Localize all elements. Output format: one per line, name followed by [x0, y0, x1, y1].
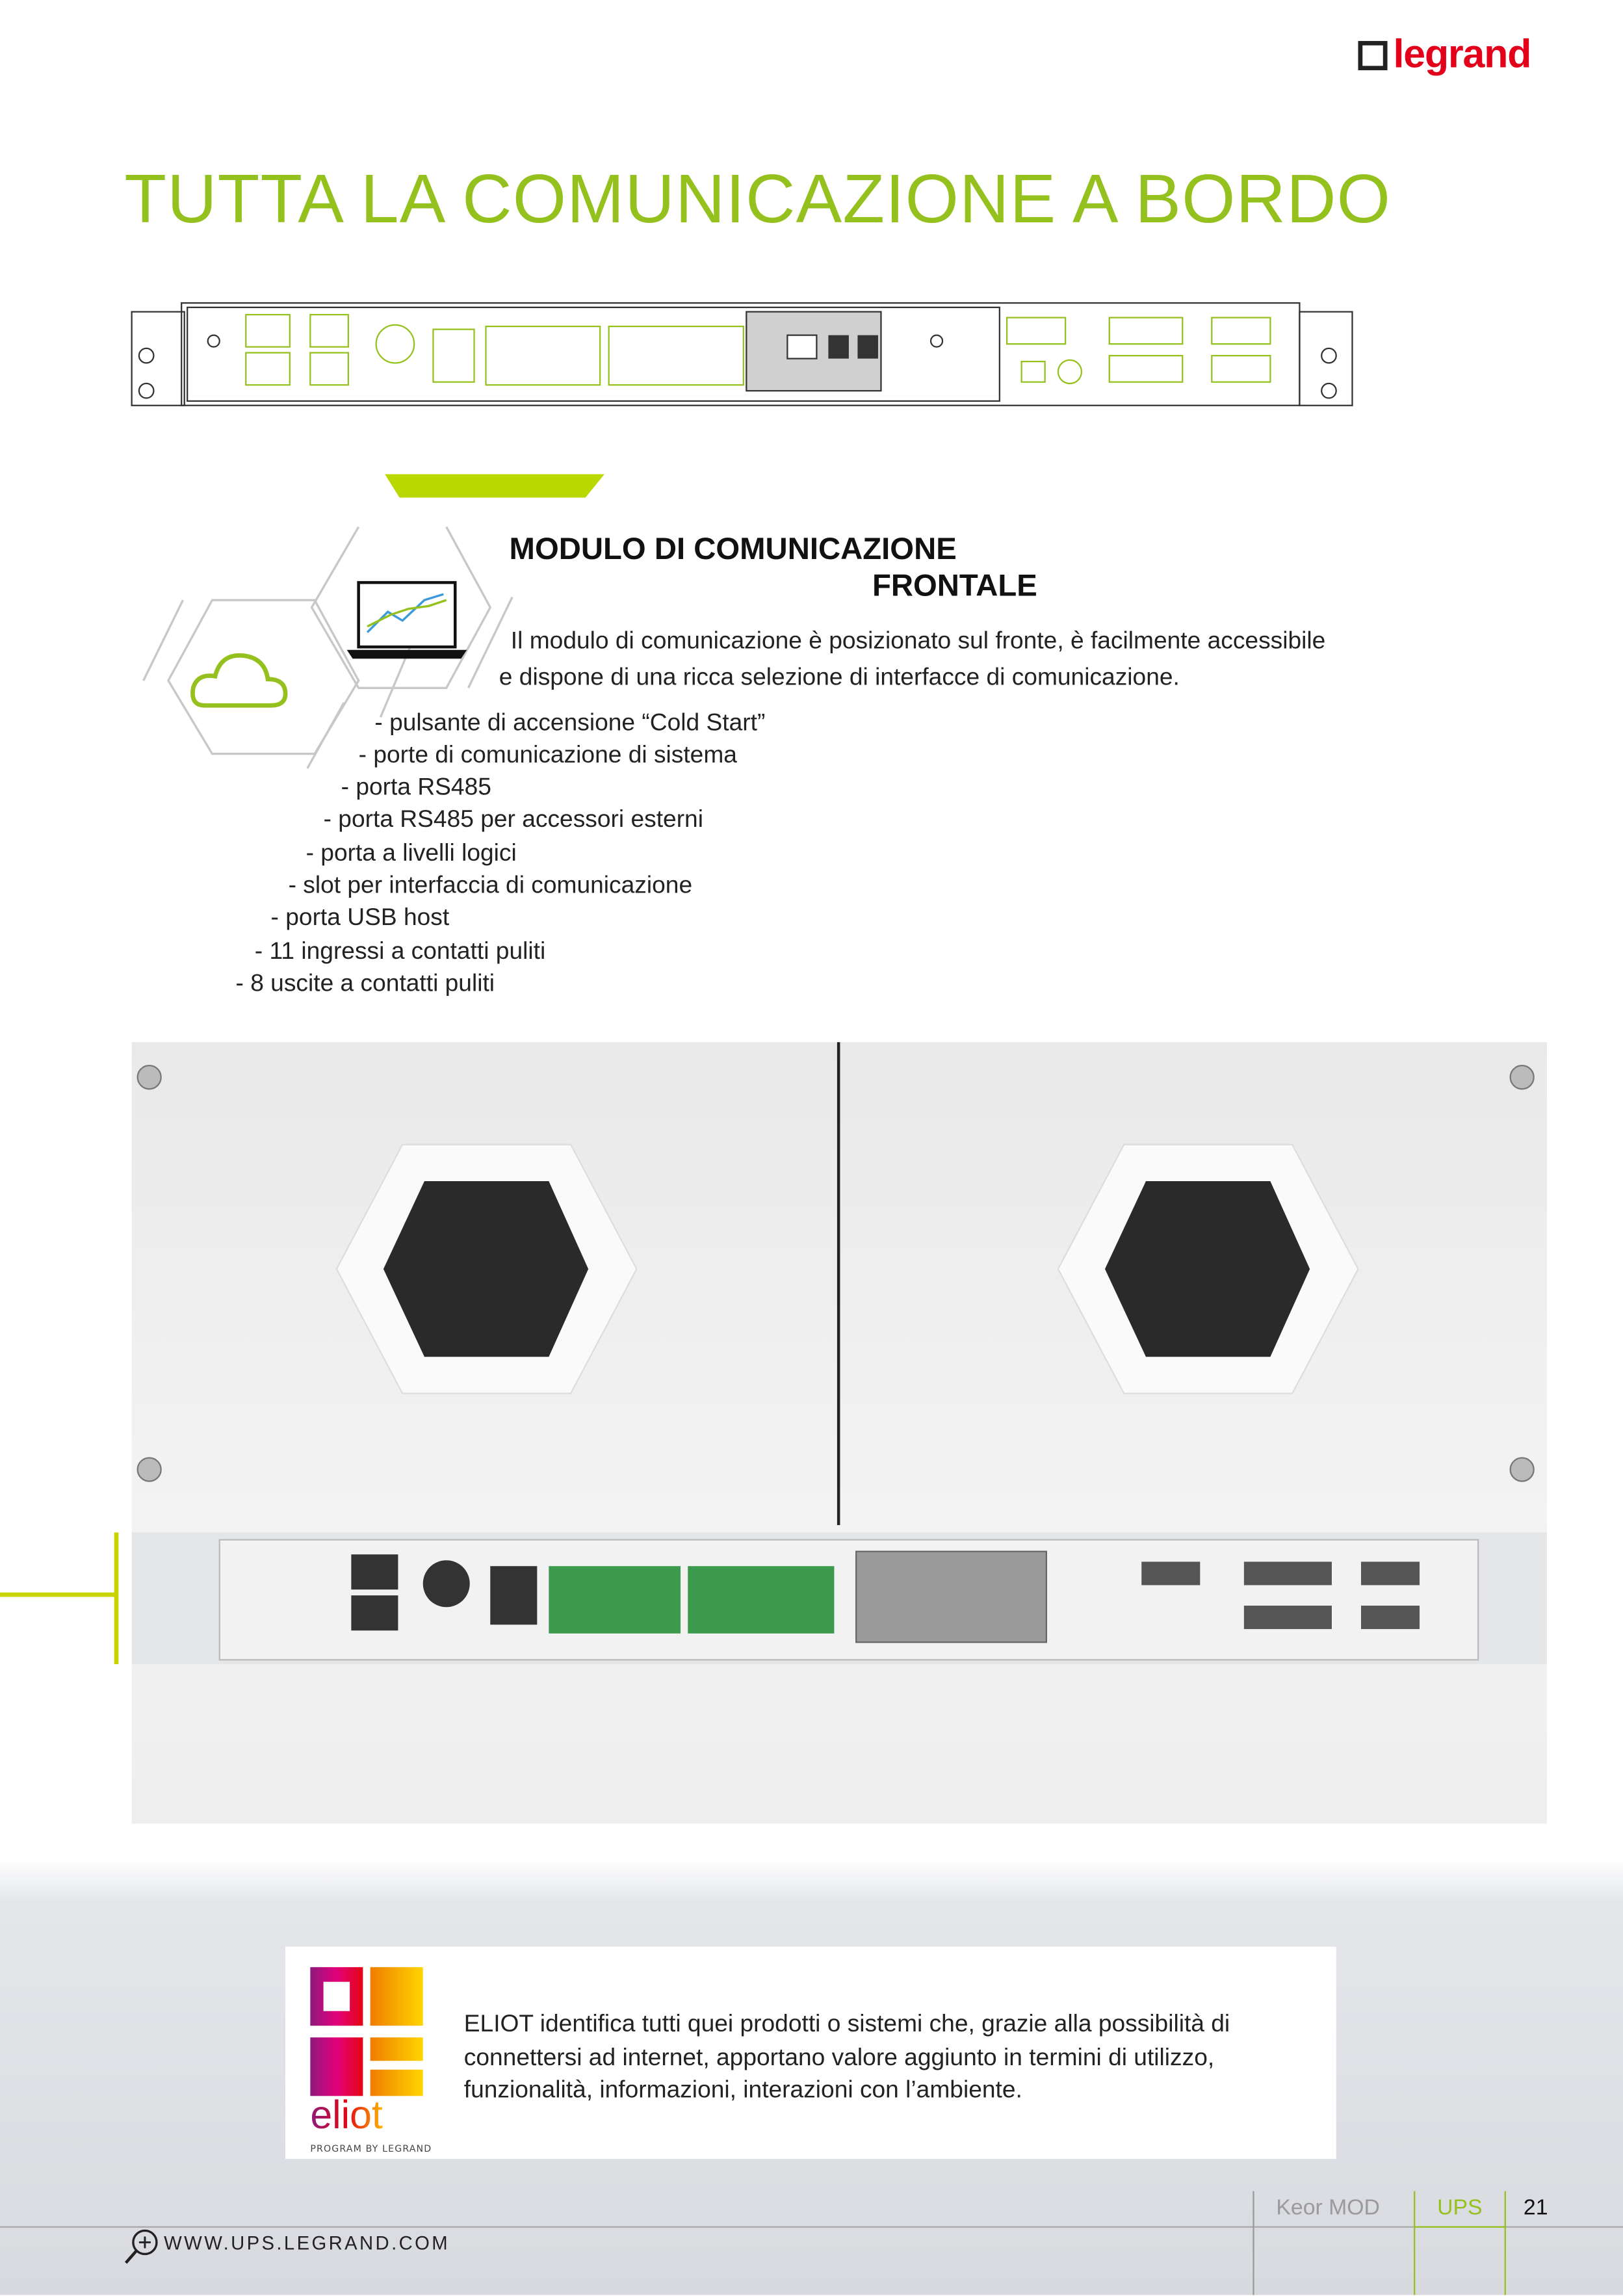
legrand-logo: legrand: [1358, 33, 1531, 78]
page-title: TUTTA LA COMUNICAZIONE A BORDO: [124, 159, 1392, 237]
feature-item: - 8 uscite a contatti puliti: [235, 970, 495, 997]
eliot-box: eliot PROGRAM BY LEGRAND ELIOT identific…: [285, 1946, 1336, 2159]
laptop-icon: [346, 581, 467, 659]
feature-item: - porta a livelli logici: [305, 840, 517, 867]
module-description-1: Il modulo di comunicazione è posizionato…: [510, 627, 1326, 655]
eliot-logo-text: eliot: [310, 2093, 383, 2139]
footer-divider-green: [1414, 2191, 1416, 2295]
feature-item: - 11 ingressi a contatti puliti: [254, 938, 546, 965]
callout-line: [0, 1592, 118, 1597]
ups-front-illustration: [131, 1042, 1547, 1665]
callout-bracket: [114, 1532, 119, 1665]
feature-item: - slot per interfaccia di comunicazione: [288, 872, 693, 899]
module-title: MODULO DI COMUNICAZIONE: [509, 532, 957, 567]
footer-rule: [0, 2226, 1623, 2228]
green-bar: [385, 474, 604, 498]
footer-divider-green: [1504, 2191, 1506, 2295]
feature-item: - porta RS485 per accessori esterni: [323, 806, 703, 833]
feature-item: - porta USB host: [270, 904, 450, 932]
footer-section-underline: [1414, 2226, 1506, 2228]
eliot-logo: eliot PROGRAM BY LEGRAND: [310, 1967, 431, 2154]
cloud-icon: [190, 653, 288, 708]
feature-item: - porta RS485: [341, 774, 491, 801]
page-number: 21: [1523, 2195, 1548, 2221]
eliot-logo-subtitle: PROGRAM BY LEGRAND: [310, 2144, 432, 2155]
footer-divider: [1253, 2191, 1254, 2295]
search-icon: [124, 2229, 158, 2264]
product-photo: [131, 1042, 1547, 1824]
panel-diagram: [131, 302, 1353, 406]
hexagon-graphic: [142, 474, 604, 769]
footer-product: Keor MOD: [1276, 2195, 1380, 2221]
website-link[interactable]: WWW.UPS.LEGRAND.COM: [164, 2232, 450, 2254]
feature-item: - pulsante di accensione “Cold Start”: [374, 710, 766, 737]
footer-section: UPS: [1437, 2195, 1483, 2221]
legrand-mark-icon: [1358, 40, 1388, 70]
module-description-2: e dispone di una ricca selezione di inte…: [499, 664, 1180, 691]
eliot-description: ELIOT identifica tutti quei prodotti o s…: [463, 2011, 1230, 2104]
logo-text: legrand: [1393, 32, 1532, 77]
module-title-line2: FRONTALE: [872, 569, 1037, 603]
feature-item: - porte di comunicazione di sistema: [358, 742, 737, 769]
